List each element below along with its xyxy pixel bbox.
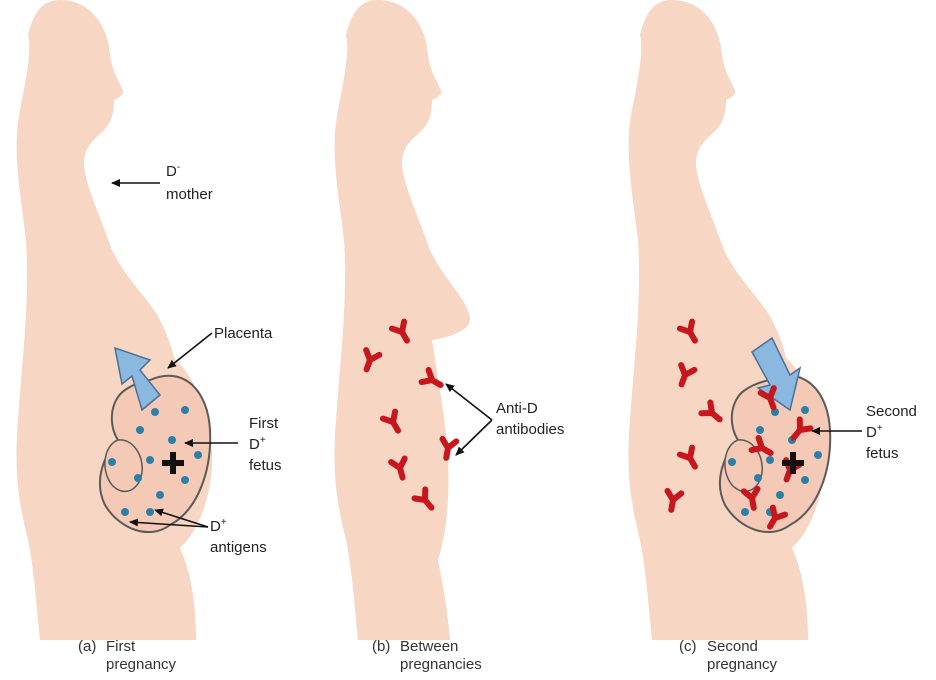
caption-c-line2: pregnancy: [707, 656, 778, 673]
second-label: Second: [866, 403, 917, 420]
anti-d-label: Anti-D: [496, 400, 538, 417]
caption-b-letter: (b): [372, 638, 390, 655]
caption-c-letter: (c): [679, 638, 697, 655]
caption-b-line2: pregnancies: [400, 656, 482, 673]
d-neg-label: D-: [166, 162, 180, 180]
fetus-label-c: fetus: [866, 445, 899, 462]
d-pos-label-c: D+: [866, 423, 883, 441]
antibody-pointer-1: [446, 384, 492, 420]
mother-silhouette: [16, 0, 212, 640]
antibodies-label: antibodies: [496, 421, 564, 438]
placenta-pointer: [168, 333, 212, 368]
d-pos-label-b: D+: [210, 517, 227, 535]
mother-silhouette: [628, 0, 824, 640]
caption-c-line1: Second: [707, 638, 758, 655]
caption-a-line2: pregnancy: [106, 656, 177, 673]
caption-a-line1: First: [106, 638, 136, 655]
panel-first-pregnancy: D- mother Placenta First D+ fetus D+ ant…: [16, 0, 281, 673]
panel-second-pregnancy: Second D+ fetus (c) Second pregnancy: [628, 0, 916, 673]
mother-label: mother: [166, 186, 213, 203]
antigens-label: antigens: [210, 539, 267, 556]
placenta-label: Placenta: [214, 325, 273, 342]
fetus-label-a: fetus: [249, 457, 282, 474]
caption-b-line1: Between: [400, 638, 458, 655]
first-label: First: [249, 415, 279, 432]
caption-a-letter: (a): [78, 638, 96, 655]
d-pos-label-a: D+: [249, 435, 266, 453]
antibody-pointer-2: [456, 420, 492, 455]
panel-between-pregnancies: Anti-D antibodies (b) Between pregnancie…: [334, 0, 564, 673]
